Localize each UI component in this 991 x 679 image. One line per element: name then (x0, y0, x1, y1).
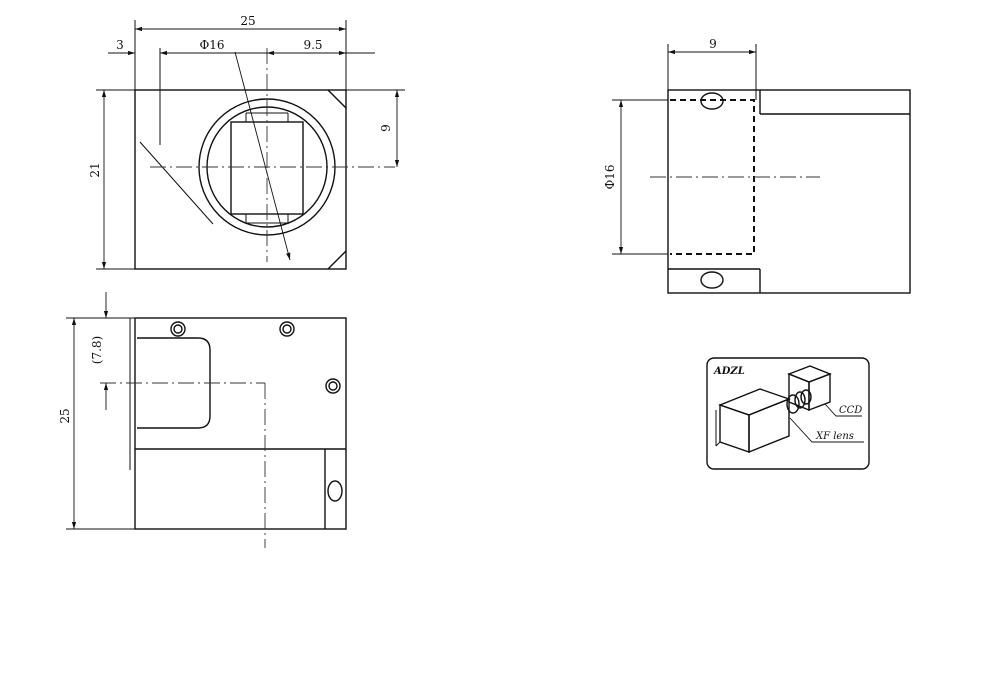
oval-port-icon (700, 92, 724, 110)
lens-callout-label: XF lens (815, 431, 854, 442)
side-view: 9 Φ16 (603, 37, 911, 294)
dim-depth-label: 9 (709, 37, 717, 51)
screw-hole-icon (279, 321, 295, 337)
dim-right-offset-label: 9.5 (303, 38, 322, 52)
oval-port-icon (327, 480, 343, 502)
dim-center-height-label: 9 (379, 124, 393, 132)
dim-bore-diameter-label: Φ16 (199, 38, 224, 52)
bottom-view: (7.8) 25 (58, 292, 347, 548)
screw-hole-icon (170, 321, 186, 337)
diagonal-edge (139, 141, 214, 225)
inset-brand-label: ADZL (713, 366, 745, 377)
dim-ref-offset-label: (7.8) (90, 336, 104, 364)
oval-port-icon (700, 271, 724, 289)
lens-leader (789, 417, 864, 443)
chamfer-bottom-right (327, 250, 347, 270)
dim-height-label: 21 (88, 162, 102, 177)
front-view: 25 3 Φ16 9.5 21 9 (88, 14, 405, 270)
ccd-callout-label: CCD (839, 405, 862, 416)
bottom-body-outline (134, 317, 347, 530)
front-body-outline (134, 89, 347, 270)
dim-bore-diameter-label: Φ16 (603, 164, 617, 189)
side-body-outline (667, 89, 911, 294)
dim-left-offset-label: 3 (116, 38, 124, 52)
dim-height-label: 25 (58, 408, 72, 423)
chamfer-top-right (327, 89, 347, 109)
ccd-camera-icon (787, 365, 832, 412)
screw-hole-icon (328, 381, 338, 391)
ccd-leader (824, 403, 862, 417)
lens-barrel-icon (786, 389, 812, 414)
screw-hole-icon (325, 378, 341, 394)
screw-hole-icon (173, 324, 183, 334)
lens-block-icon (715, 388, 792, 454)
diameter-leader (234, 51, 291, 261)
assembly-inset: ADZL CCD XF lens (706, 357, 870, 470)
dim-width-label: 25 (240, 14, 255, 28)
screw-hole-icon (282, 324, 292, 334)
inset-frame (706, 357, 870, 470)
